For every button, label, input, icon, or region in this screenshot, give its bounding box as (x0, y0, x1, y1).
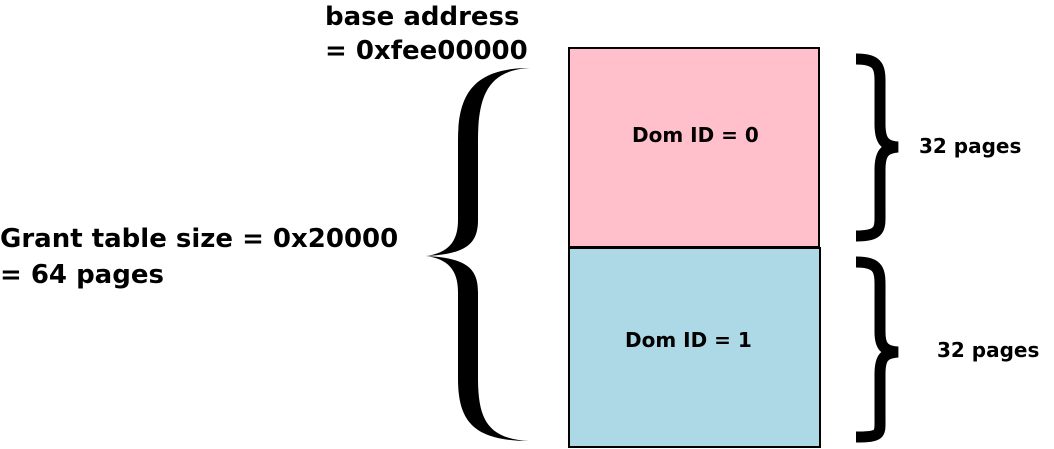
grant-table-brace (426, 68, 530, 441)
dom-1-block: Dom ID = 1 (568, 247, 821, 448)
dom-1-pages-label: 32 pages (937, 338, 1040, 362)
dom-1-pages-brace (855, 256, 899, 443)
base-address-line1: base address (325, 2, 520, 32)
dom-0-pages-brace (855, 53, 899, 242)
grant-table-size-label: Grant table size = 0x20000 = 64 pages (0, 221, 398, 293)
grant-table-size-line1: Grant table size = 0x20000 (0, 224, 399, 254)
dom-0-label: Dom ID = 0 (632, 123, 759, 147)
base-address-line2: = 0xfee00000 (325, 36, 528, 66)
dom-1-label: Dom ID = 1 (625, 328, 752, 352)
base-address-label: base address = 0xfee00000 (325, 0, 528, 68)
dom-0-pages-label: 32 pages (919, 134, 1022, 158)
grant-table-size-line2: = 64 pages (0, 260, 164, 290)
dom-0-block: Dom ID = 0 (568, 47, 820, 248)
